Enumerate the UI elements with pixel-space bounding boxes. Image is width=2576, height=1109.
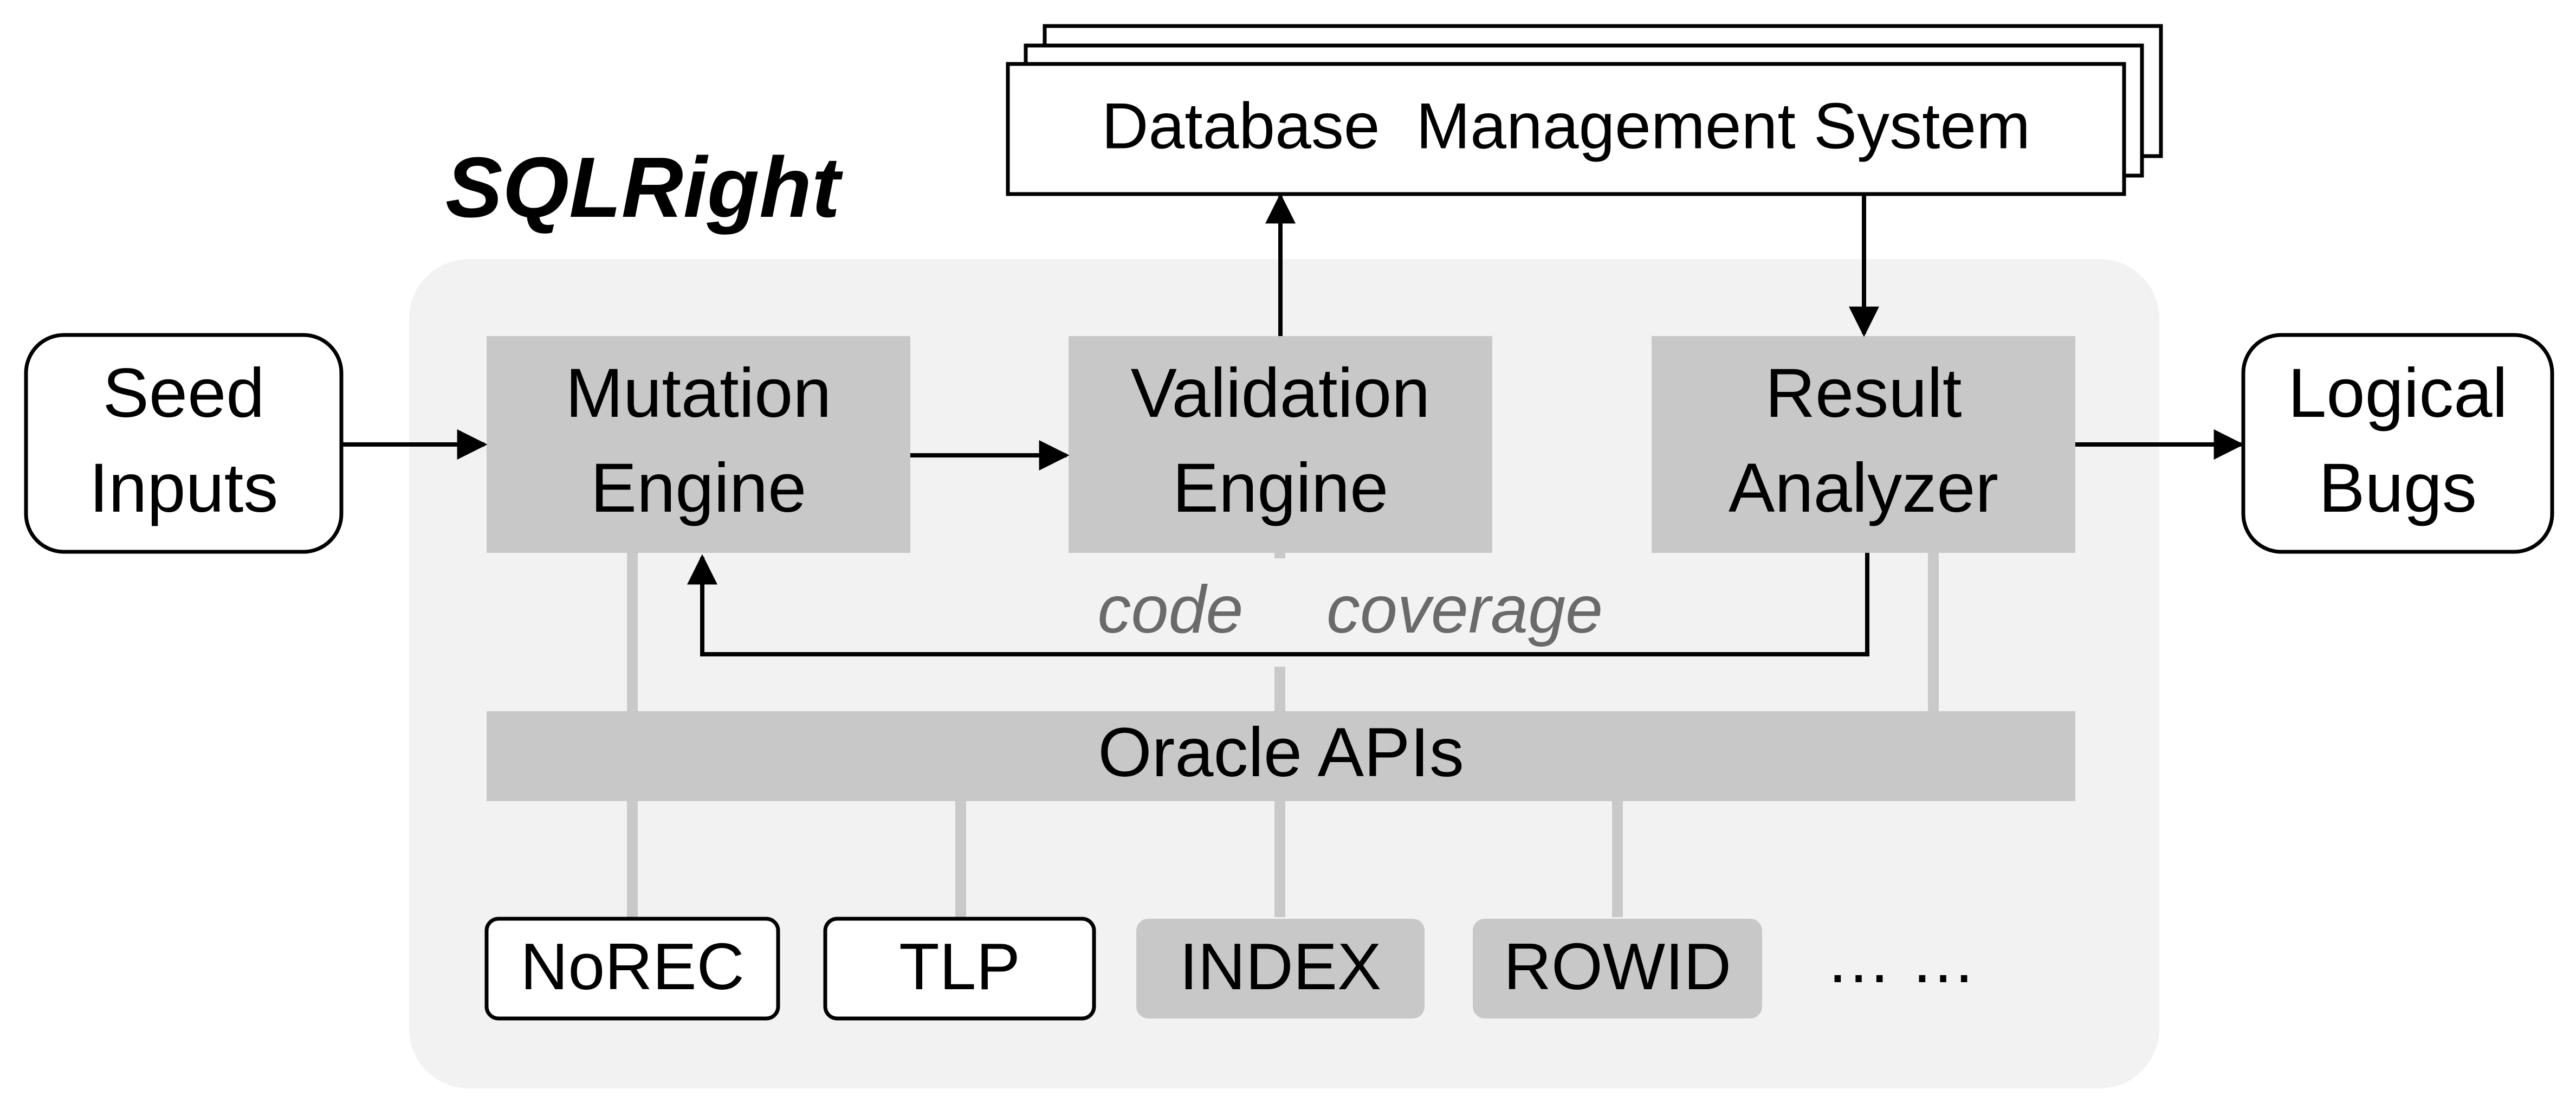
code-coverage-label: code coverage (1098, 558, 1603, 667)
result-analyzer-box: Result Analyzer (1652, 336, 2075, 553)
seed-inputs-line2: Inputs (89, 449, 279, 527)
seed-inputs-box: Seed Inputs (24, 333, 344, 554)
oracle-item-label: ROWID (1504, 930, 1731, 1003)
oracle-apis-label: Oracle APIs (1098, 714, 1464, 791)
oracle-item: TLP (823, 917, 1096, 1021)
dbms-box (1006, 62, 2126, 196)
oracle-item-label: TLP (899, 930, 1020, 1003)
oracle-apis-bar: Oracle APIs (487, 711, 2075, 801)
oracles-more: … … (1826, 923, 1976, 996)
result-analyzer-line2: Analyzer (1729, 449, 1998, 527)
flow-arrows (341, 193, 2244, 656)
logical-bugs-box: Logical Bugs (2241, 333, 2554, 554)
seed-inputs-line1: Seed (103, 354, 265, 432)
mutation-engine-line1: Mutation (566, 354, 832, 432)
mutation-engine-box: Mutation Engine (487, 336, 910, 553)
oracle-item: ROWID (1473, 919, 1762, 1018)
oracle-list: NoREC TLP INDEX ROWID (484, 917, 1762, 1021)
validation-engine-line2: Engine (1173, 449, 1389, 527)
system-title: SQLRight (445, 140, 844, 235)
oracle-item: INDEX (1136, 919, 1425, 1018)
oracle-item-box (484, 917, 780, 1021)
dbms-label: Database Management System (1102, 90, 2030, 163)
mutation-engine-line2: Engine (591, 449, 807, 527)
coverage-word-code: code (1098, 572, 1244, 647)
result-analyzer-line1: Result (1765, 354, 1962, 432)
oracle-item-box (823, 917, 1096, 1021)
coverage-word-coverage: coverage (1326, 572, 1603, 647)
oracle-item-label: NoREC (520, 930, 745, 1003)
oracle-item-box (1473, 919, 1762, 1018)
logical-bugs-line2: Bugs (2319, 449, 2477, 527)
logical-bugs-line1: Logical (2288, 354, 2508, 432)
arrow-coverage-feedback (687, 553, 1869, 656)
oracle-item-label: INDEX (1180, 930, 1382, 1003)
dbms-stack: Database Management System (1006, 24, 2163, 196)
oracle-item: NoREC (484, 917, 780, 1021)
oracle-item-box (1136, 919, 1425, 1018)
validation-engine-box: Validation Engine (1069, 336, 1492, 553)
validation-engine-line1: Validation (1131, 354, 1431, 432)
